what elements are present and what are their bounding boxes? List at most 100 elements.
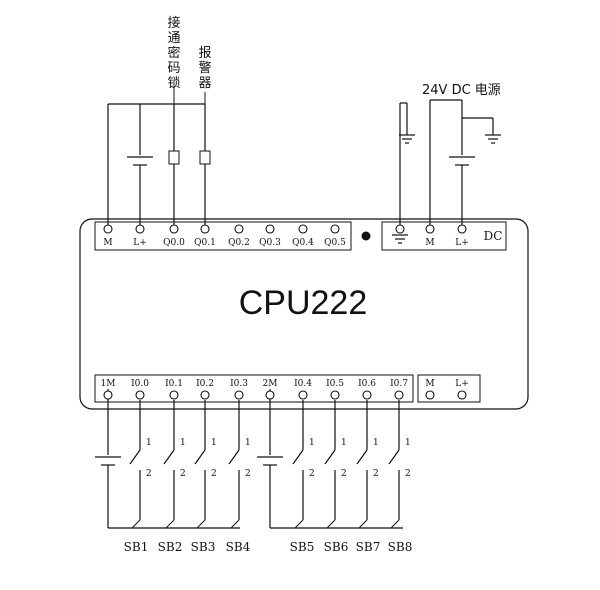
dc-label: DC [484, 229, 503, 243]
output-terminal: Q0.2 [228, 224, 250, 248]
input-terminal: I0.1 [165, 379, 183, 400]
input-terminal-label: I0.0 [131, 379, 149, 389]
switch-blade [356, 449, 368, 465]
lock-label: 接 通 密 码 锁 [167, 15, 180, 91]
svg-text:通: 通 [167, 31, 180, 46]
input-terminal-label: I0.2 [196, 379, 214, 389]
bottom-input-terminal-strip [94, 374, 414, 403]
terminal-screw-icon [298, 224, 308, 234]
output-terminal-label: Q0.0 [163, 238, 185, 248]
terminal-screw-icon [169, 390, 179, 400]
terminal-screw-icon [103, 224, 113, 234]
lock-coil [168, 150, 180, 165]
pushbutton-switch: 12 [324, 400, 347, 529]
contact-label-2: 2 [211, 469, 217, 479]
contact-label-1: 1 [180, 438, 186, 448]
output-terminal-label: Q0.5 [324, 238, 346, 248]
pushbutton-switch: 12 [163, 400, 186, 529]
terminal-screw-icon [395, 224, 405, 234]
contact-label-1: 1 [309, 438, 315, 448]
terminal-screw-icon [200, 390, 210, 400]
input-terminal-label: I0.7 [390, 379, 408, 389]
input-terminal: I0.6 [358, 379, 376, 400]
terminal-screw-icon [200, 224, 210, 234]
switch-blade [228, 449, 240, 465]
input-terminal: I0.5 [326, 379, 344, 400]
terminal-screw-icon [362, 390, 372, 400]
input-terminal-label: I0.1 [165, 379, 183, 389]
contact-label-1: 1 [373, 438, 379, 448]
sensor-power-terminal-label: M [425, 379, 434, 389]
contact-label-2: 2 [341, 469, 347, 479]
switch-label: SB6 [324, 540, 349, 554]
power-terminal-label: M [425, 238, 434, 248]
sensor-power-terminal-label: L+ [455, 379, 469, 389]
status-dot [361, 231, 371, 241]
terminal-screw-icon [457, 390, 467, 400]
power-terminal: M [425, 224, 435, 248]
switch-label: SB1 [124, 540, 149, 554]
switch-label: SB5 [290, 540, 315, 554]
switch-blade [194, 449, 206, 465]
switch-label: SB3 [191, 540, 216, 554]
input-terminal: I0.2 [196, 379, 214, 400]
contact-label-2: 2 [405, 469, 411, 479]
pushbutton-switch: 12 [228, 400, 251, 529]
bottom-sensor-power-strip [417, 374, 481, 403]
top-output-terminal-strip [94, 221, 352, 251]
terminal-screw-icon [298, 390, 308, 400]
contact-label-1: 1 [405, 438, 411, 448]
input-terminal: 2M [263, 379, 277, 400]
switch-blade [388, 449, 400, 465]
input-terminal: 1M [101, 379, 115, 400]
input-terminal: I0.3 [230, 379, 248, 400]
input-terminal-label: I0.4 [294, 379, 312, 389]
output-terminal-label: Q0.4 [292, 238, 314, 248]
switch-blade [292, 449, 304, 465]
output-terminal-label: Q0.2 [228, 238, 250, 248]
terminal-screw-icon [425, 390, 435, 400]
input-terminal: I0.4 [294, 379, 312, 400]
sensor-power-terminal: L+ [455, 379, 469, 400]
switch-label: SB7 [356, 540, 381, 554]
terminal-screw-icon [425, 224, 435, 234]
terminal-screw-icon [103, 390, 113, 400]
switch-blade [324, 449, 336, 465]
cpu-label: CPU222 [239, 284, 368, 322]
svg-text:接: 接 [167, 15, 180, 31]
contact-label-2: 2 [180, 469, 186, 479]
contact-label-2: 2 [309, 469, 315, 479]
power-terminal: L+ [455, 224, 469, 248]
svg-text:密: 密 [167, 45, 180, 61]
contact-label-2: 2 [245, 469, 251, 479]
terminal-screw-icon [330, 390, 340, 400]
power-supply-label: 24V DC 电源 [422, 83, 501, 98]
terminal-screw-icon [457, 224, 467, 234]
input-terminal: I0.7 [390, 379, 408, 400]
output-terminal: Q0.5 [324, 224, 346, 248]
input-terminal-label: I0.5 [326, 379, 344, 389]
input-terminal-label: I0.3 [230, 379, 248, 389]
output-terminal: L+ [133, 224, 147, 248]
power-terminal-label: L+ [455, 238, 469, 248]
contact-label-1: 1 [146, 438, 152, 448]
terminal-screw-icon [265, 390, 275, 400]
svg-text:警: 警 [198, 60, 211, 76]
switch-blade [129, 449, 141, 465]
pushbutton-switch: 12 [194, 400, 217, 529]
output-terminal: M [103, 224, 113, 248]
output-terminal: Q0.4 [292, 224, 314, 248]
svg-text:码: 码 [167, 61, 180, 76]
switch-blade [163, 449, 175, 465]
contact-label-2: 2 [146, 469, 152, 479]
terminal-screw-icon [330, 224, 340, 234]
pushbutton-switch: 12 [292, 400, 315, 529]
terminal-screw-icon [135, 390, 145, 400]
terminal-screw-icon [394, 390, 404, 400]
output-terminal: Q0.1 [194, 224, 216, 248]
svg-text:锁: 锁 [167, 75, 180, 91]
switch-label: SB2 [158, 540, 183, 554]
